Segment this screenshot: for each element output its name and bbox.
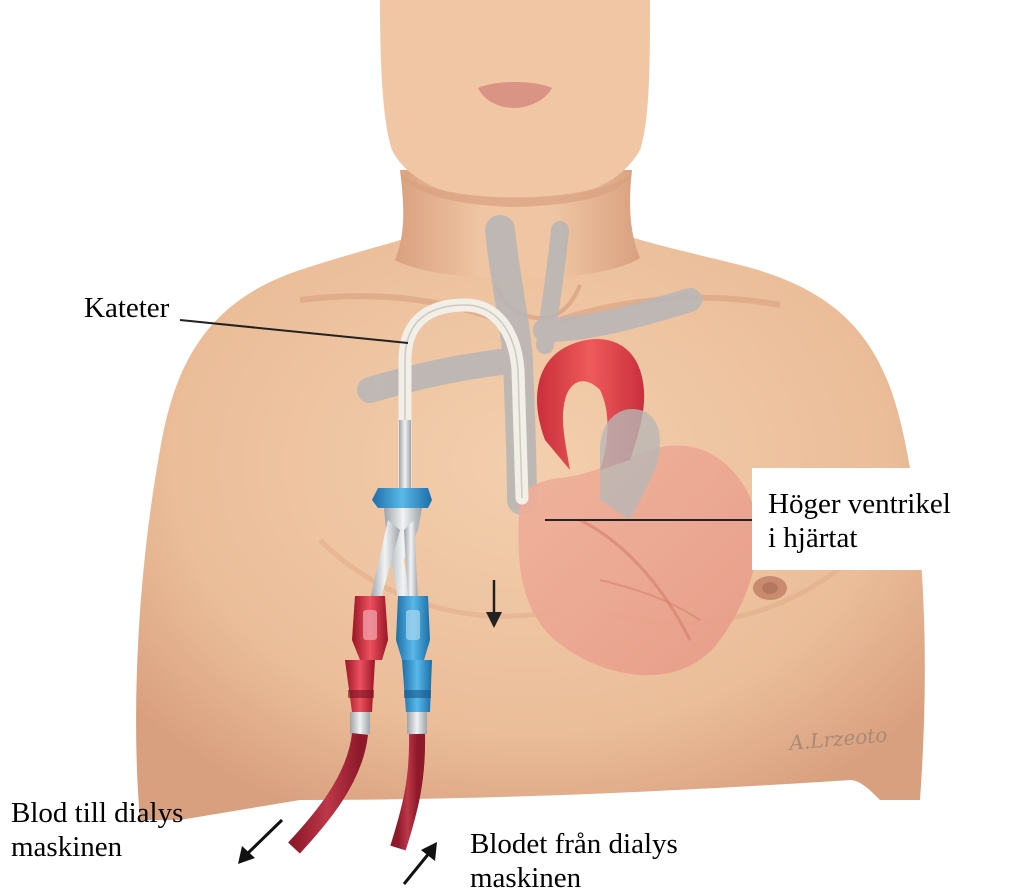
right-ventricle-label-line1: Höger ventrikel	[768, 487, 951, 521]
right-ventricle-label-line2: i hjärtat	[768, 521, 951, 555]
blood-from-machine-label-line1: Blodet från dialys	[470, 827, 678, 861]
blue-luer	[402, 660, 432, 712]
catheter-shaft	[399, 420, 411, 490]
red-clamp-window	[363, 610, 377, 640]
blue-clamp-window	[406, 610, 420, 640]
red-luer-tip	[350, 712, 370, 734]
blood-to-machine-label-line1: Blod till dialys	[11, 796, 183, 830]
blood-to-machine-label: Blod till dialys maskinen	[11, 796, 183, 864]
catheter-hub	[372, 488, 432, 508]
blue-luer-ring	[404, 690, 431, 698]
red-luer-ring	[348, 690, 374, 698]
nipple-center	[762, 582, 778, 594]
arrow-from-machine	[404, 842, 437, 884]
right-ventricle-label: Höger ventrikel i hjärtat	[768, 487, 951, 555]
blood-from-machine-label: Blodet från dialys maskinen	[470, 827, 678, 895]
blood-to-machine-label-line2: maskinen	[11, 830, 183, 864]
blue-luer-tip	[407, 712, 427, 734]
arrow-to-machine	[238, 820, 282, 864]
catheter-label: Kateter	[84, 291, 169, 325]
